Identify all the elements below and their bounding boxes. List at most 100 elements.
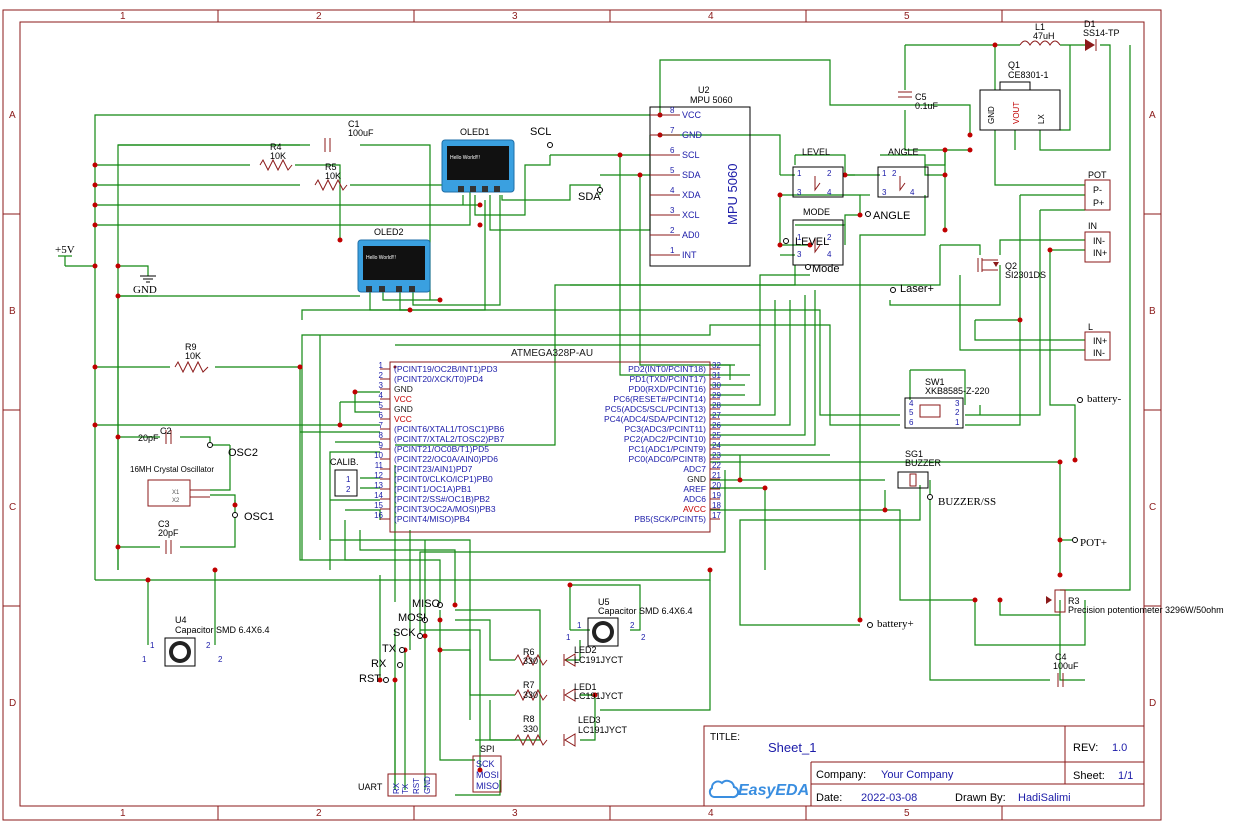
pot-connector: POT P- P+ (1084, 170, 1111, 211)
mcu-pin-number: 17 (712, 511, 721, 520)
mcu-pin-label: PC2(ADC2/PCINT10) (624, 434, 706, 444)
svg-text:1: 1 (566, 633, 571, 642)
mpu-pin-label: SCL (682, 150, 700, 160)
mcu-pin-label: PB5(SCK/PCINT5) (634, 514, 706, 524)
mcu-pin-label: ADC7 (683, 464, 706, 474)
in-pin-plus: IN+ (1093, 248, 1107, 258)
d1-value: SS14-TP (1083, 28, 1120, 38)
mpu-ref: U2 (698, 85, 710, 95)
mcu-pin-number: 18 (712, 501, 721, 510)
mcu-pin-label: PD1(TXD/PCINT17) (629, 374, 706, 384)
spi-pin-sck: SCK (476, 759, 495, 769)
svg-text:1: 1 (142, 655, 147, 664)
mcu-pin-label: AVCC (683, 504, 706, 514)
c5-ref: C5 (915, 92, 927, 102)
level-switch-label: LEVEL (802, 147, 830, 157)
in-connector-label: IN (1088, 221, 1097, 231)
oled2-module: Hello World!!! OLED2 (357, 227, 431, 293)
mpu-pin-number: 6 (670, 146, 675, 155)
row-label-right: C (1149, 502, 1156, 513)
col-label-bottom: 3 (512, 808, 518, 819)
led2-value: LC191JYCT (574, 655, 624, 665)
mcu-pin-number: 31 (712, 371, 721, 380)
sw1-ref: SW1 (925, 377, 945, 387)
mcu-pin-number: 1 (379, 361, 384, 370)
mcu-pin-number: 23 (712, 451, 721, 460)
led-resistor-r6: R6 330 (514, 647, 548, 667)
mcu-pin-number: 21 (712, 471, 721, 480)
svg-text:1: 1 (150, 641, 155, 650)
mpu-body-label: MPU 5060 (725, 164, 740, 225)
mcu-pin-label: PC5(ADC5/SCL/PCINT13) (605, 404, 706, 414)
mpu-pin-number: 4 (670, 186, 675, 195)
mcu-pin-number: 11 (375, 461, 384, 470)
r7-ref: R7 (523, 680, 535, 690)
svg-text:1: 1 (577, 621, 582, 630)
row-label-right: D (1149, 698, 1156, 709)
col-label-bottom: 5 (904, 808, 910, 819)
row-label-left: D (9, 698, 16, 709)
mpu-pin-number: 7 (670, 126, 675, 135)
q2-value: SI2301DS (1005, 270, 1046, 280)
angle-switch-label: ANGLE (888, 147, 919, 157)
mcu-pin-number: 20 (712, 481, 721, 490)
mcu-pin-number: 28 (712, 401, 721, 410)
mcu-pin-number: 22 (712, 461, 721, 470)
led3: LED3 LC191JYCT (563, 715, 628, 747)
svg-text:3: 3 (797, 188, 802, 197)
osc2-label: OSC2 (228, 447, 258, 459)
capacitor-c1: C1 100uF (324, 119, 374, 152)
d1-ref: D1 (1084, 19, 1096, 29)
drawing-frame (2, 9, 1162, 821)
mcu-pin-number: 12 (374, 471, 383, 480)
scl-sda-labels: SCL SDA (530, 126, 603, 203)
bottom-net-labels: MISO MOSI SCK TX RX RST (359, 598, 443, 685)
mcu-pin-number: 30 (712, 381, 721, 390)
mcu-pin-number: 13 (374, 481, 383, 490)
mcu-pin-number: 29 (712, 391, 721, 400)
sw1-value: XKB8585-Z-220 (925, 386, 990, 396)
mcu-pin-label: VCC (394, 394, 412, 404)
ground-symbol: GND (133, 275, 157, 296)
osc-net-labels: OSC2 OSC1 (207, 442, 274, 523)
mosi-net-label: MOSI (398, 612, 426, 624)
mcu-pin-label: (PCINT3/OC2A/MOSI)PB3 (394, 504, 496, 514)
mpu-pin-label: SDA (682, 170, 701, 180)
mcu-pin-number: 14 (374, 491, 383, 500)
mcu-pin-number: 24 (712, 441, 721, 450)
sg1-ref: SG1 (905, 449, 923, 459)
mcu-pin-label: PD0(RXD/PCINT16) (629, 384, 707, 394)
company-value: Your Company (881, 769, 954, 781)
sg1-value: BUZZER (905, 458, 942, 468)
crystal-pin-x1: X1 (172, 490, 180, 496)
col-label-top: 5 (904, 11, 910, 22)
q1-pin-vout: VOUT (1012, 102, 1021, 124)
row-label-right: B (1149, 306, 1156, 317)
c1-ref: C1 (348, 119, 360, 129)
pot-plus-text: POT+ (1080, 537, 1107, 549)
supercap-u5: U5 Capacitor SMD 6.4X6.4 11 22 (566, 597, 693, 647)
uart-header: UART RX TX RST GND (358, 773, 437, 797)
spi-label: SPI (480, 744, 495, 754)
q2-ref: Q2 (1005, 261, 1017, 271)
mode-net-label: Mode (812, 263, 840, 275)
sheet-label: Sheet: (1073, 770, 1105, 782)
date-value: 2022-03-08 (861, 792, 917, 804)
svg-text:6: 6 (909, 418, 914, 427)
mcu-pin-label: AREF (683, 484, 706, 494)
capacitor-c2: C2 20pF (138, 426, 172, 444)
wires (65, 44, 1131, 796)
c3-ref: C3 (158, 519, 170, 529)
capacitor-c3: C3 20pF (158, 519, 179, 554)
uart-pin-gnd: GND (423, 776, 432, 794)
row-label-left: C (9, 502, 16, 513)
mcu-pin-label: (PCINT23/AIN1)PD7 (394, 464, 473, 474)
mcu-pin-number: 5 (379, 401, 384, 410)
r6-ref: R6 (523, 647, 535, 657)
svg-text:4: 4 (827, 188, 832, 197)
mcu-pin-label: PC3(ADC3/PCINT11) (624, 424, 706, 434)
